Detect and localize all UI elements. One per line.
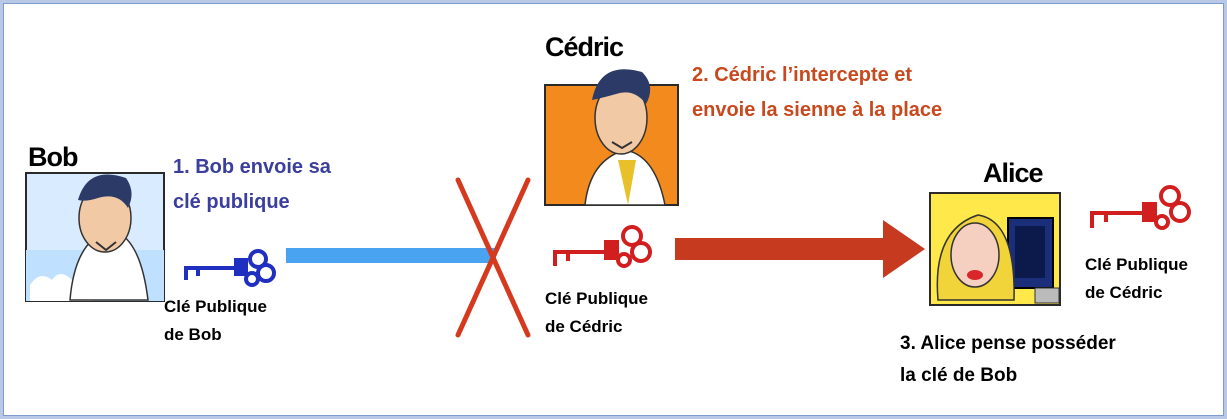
bob-portrait [25, 172, 165, 302]
alice-key-label-line2: de Cédric [1085, 283, 1163, 302]
slide-inner-border [3, 3, 1224, 416]
cedric-key-icon [553, 225, 652, 268]
cedric-transfer-arrow [675, 220, 925, 278]
bob-key-icon [184, 249, 276, 287]
step2-line1: 2. Cédric l’intercepte et [692, 64, 913, 86]
step3-line1: 3. Alice pense posséder [900, 333, 1116, 354]
bob-transfer-line [286, 248, 496, 263]
step2-line2: envoie la sienne à la place [692, 99, 943, 121]
interception-cross [455, 177, 531, 338]
step3-line2: la clé de Bob [900, 365, 1018, 386]
bob-key-label-line2: de Bob [164, 325, 222, 344]
cedric-key-label-line1: Clé Publique [545, 289, 648, 308]
alice-key-label-line1: Clé Publique [1085, 255, 1188, 274]
step1-line2: clé publique [173, 191, 290, 213]
bob-name: Bob [28, 142, 78, 172]
alice-portrait [929, 192, 1061, 306]
cedric-name: Cédric [545, 32, 624, 62]
cedric-portrait [544, 69, 679, 206]
alice-name: Alice [983, 158, 1044, 188]
cedric-key-label-line2: de Cédric [545, 317, 623, 336]
step1-line1: 1. Bob envoie sa [173, 156, 331, 178]
bob-key-label-line1: Clé Publique [164, 297, 267, 316]
alice-side-key-icon [1090, 185, 1191, 230]
